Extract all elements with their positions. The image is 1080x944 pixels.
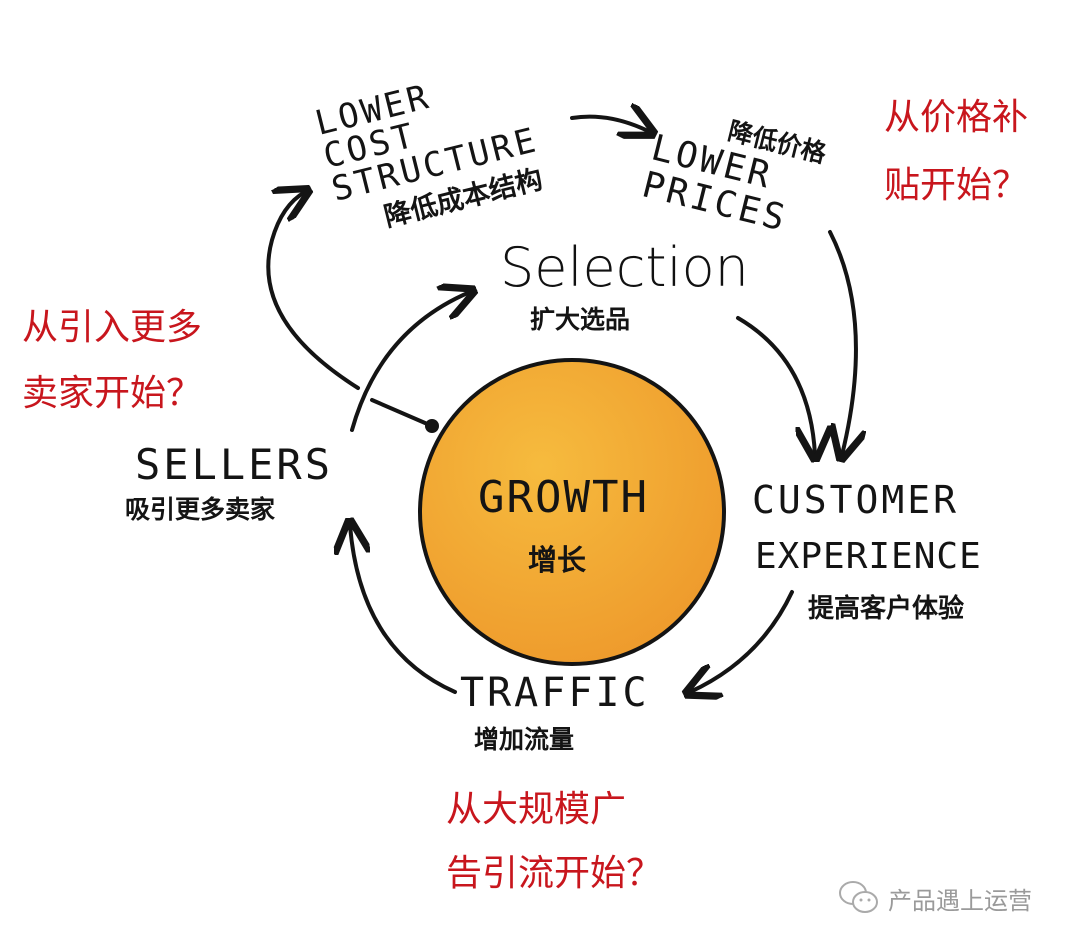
traffic-zh: 增加流量 bbox=[474, 725, 575, 754]
arrow-prices-to-customer bbox=[830, 230, 856, 455]
arrow-selection-to-customer bbox=[736, 316, 815, 455]
customer-label: CUSTOMER bbox=[752, 478, 960, 522]
arrow-customer-to-traffic bbox=[690, 590, 794, 692]
arrow-cost-to-prices bbox=[570, 117, 650, 132]
junction-dot bbox=[425, 419, 439, 433]
arrow-sellers-to-cost bbox=[266, 192, 360, 390]
connector-to-growth bbox=[370, 398, 434, 428]
annotation-traffic-line1: 从大规模广 bbox=[446, 789, 627, 830]
growth-zh: 增长 bbox=[528, 543, 587, 577]
wechat-icon bbox=[839, 881, 878, 913]
experience-label: EXPERIENCE bbox=[755, 536, 982, 577]
arrow-sellers-to-selection bbox=[350, 292, 470, 432]
annotation-sellers-line2: 卖家开始？ bbox=[22, 373, 203, 414]
traffic-label: TRAFFIC bbox=[460, 670, 650, 716]
watermark-text: 产品遇上运营 bbox=[888, 886, 1032, 915]
sellers-zh: 吸引更多卖家 bbox=[125, 495, 276, 524]
sellers-label: SELLERS bbox=[135, 440, 334, 489]
annotation-sellers-line1: 从引入更多 bbox=[22, 307, 203, 348]
growth-label: GROWTH bbox=[478, 472, 649, 523]
growth-circle bbox=[418, 358, 726, 666]
selection-label: Selection bbox=[500, 236, 749, 299]
annotation-traffic-line2: 告引流开始？ bbox=[446, 853, 663, 894]
customer-experience-zh: 提高客户体验 bbox=[808, 594, 965, 624]
selection-zh: 扩大选品 bbox=[530, 305, 631, 334]
annotation-price-line1: 从价格补 bbox=[884, 97, 1029, 138]
watermark: 产品遇上运营 bbox=[838, 880, 1032, 916]
annotation-price-line2: 贴开始？ bbox=[884, 165, 1029, 206]
arrow-traffic-to-sellers bbox=[350, 525, 457, 694]
